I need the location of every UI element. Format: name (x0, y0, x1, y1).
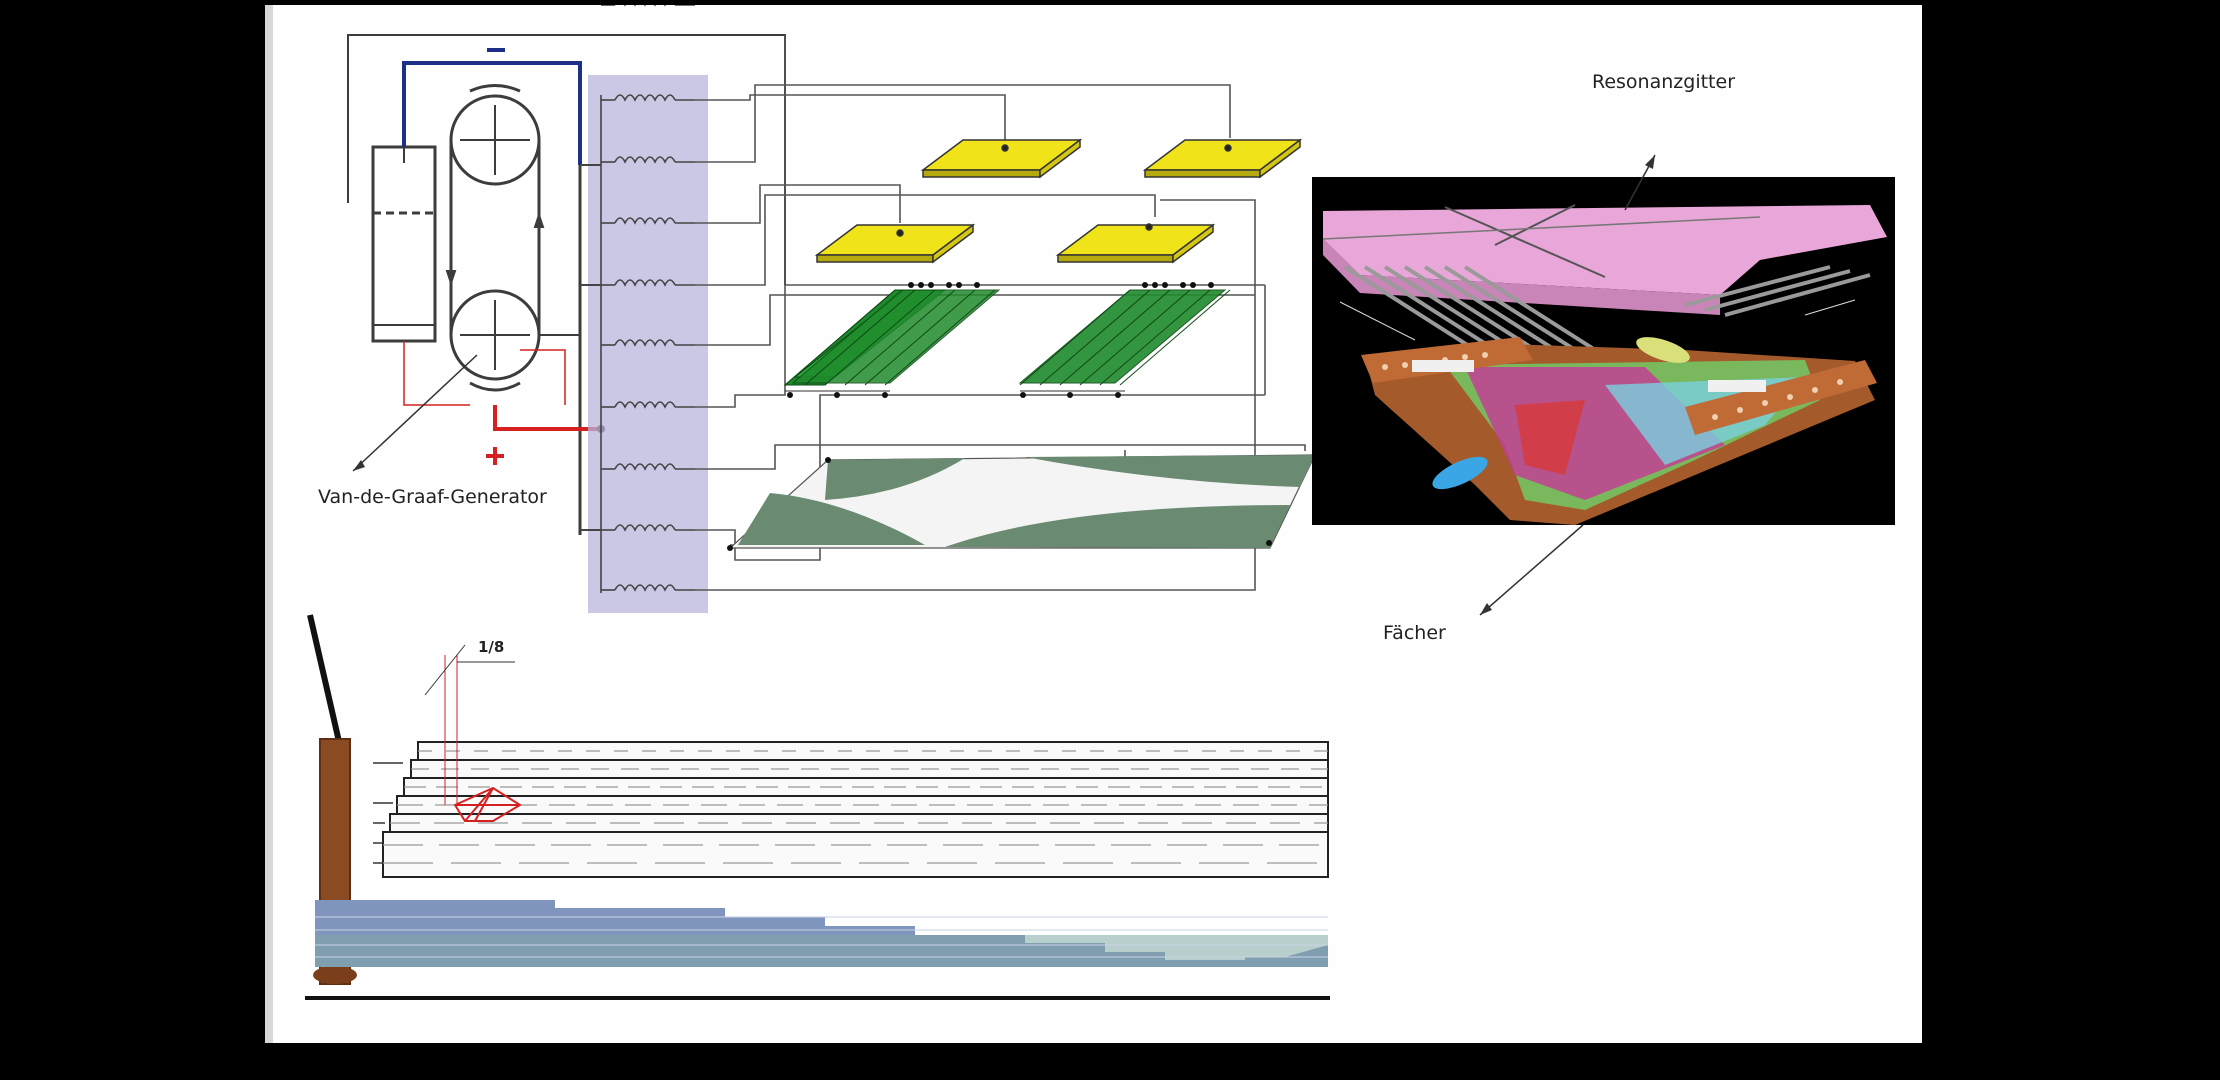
green-strips-left (783, 289, 1001, 392)
rod-ticks (383, 750, 1328, 864)
slide-canvas: Van-de-Graaf-Generator Resonanzgitter Fä… (265, 5, 1922, 1043)
fan-label: Fächer (1383, 622, 1446, 644)
plate-wiring (695, 35, 1306, 591)
strip-terminals (787, 282, 1214, 398)
positive-wire (493, 405, 601, 431)
minus-sign (487, 48, 505, 52)
stacked-rods (305, 614, 1330, 1000)
grid-label: Resonanzgitter (1592, 71, 1736, 93)
mosaic-plane (727, 452, 1318, 551)
coils (580, 5, 696, 593)
rod-arrows (373, 762, 403, 864)
generator-label: Van-de-Graaf-Generator (318, 486, 547, 508)
yellow-plates (814, 138, 1303, 264)
slide-left-edge (265, 5, 273, 1043)
coil-panel (588, 75, 708, 613)
fraction-label: 1/8 (478, 638, 505, 656)
green-strips-right (1018, 289, 1231, 392)
eighth-marker (444, 655, 522, 822)
schematic-diagram (305, 5, 1895, 1000)
negative-wire (402, 61, 582, 165)
resonance-photo (1312, 177, 1895, 525)
